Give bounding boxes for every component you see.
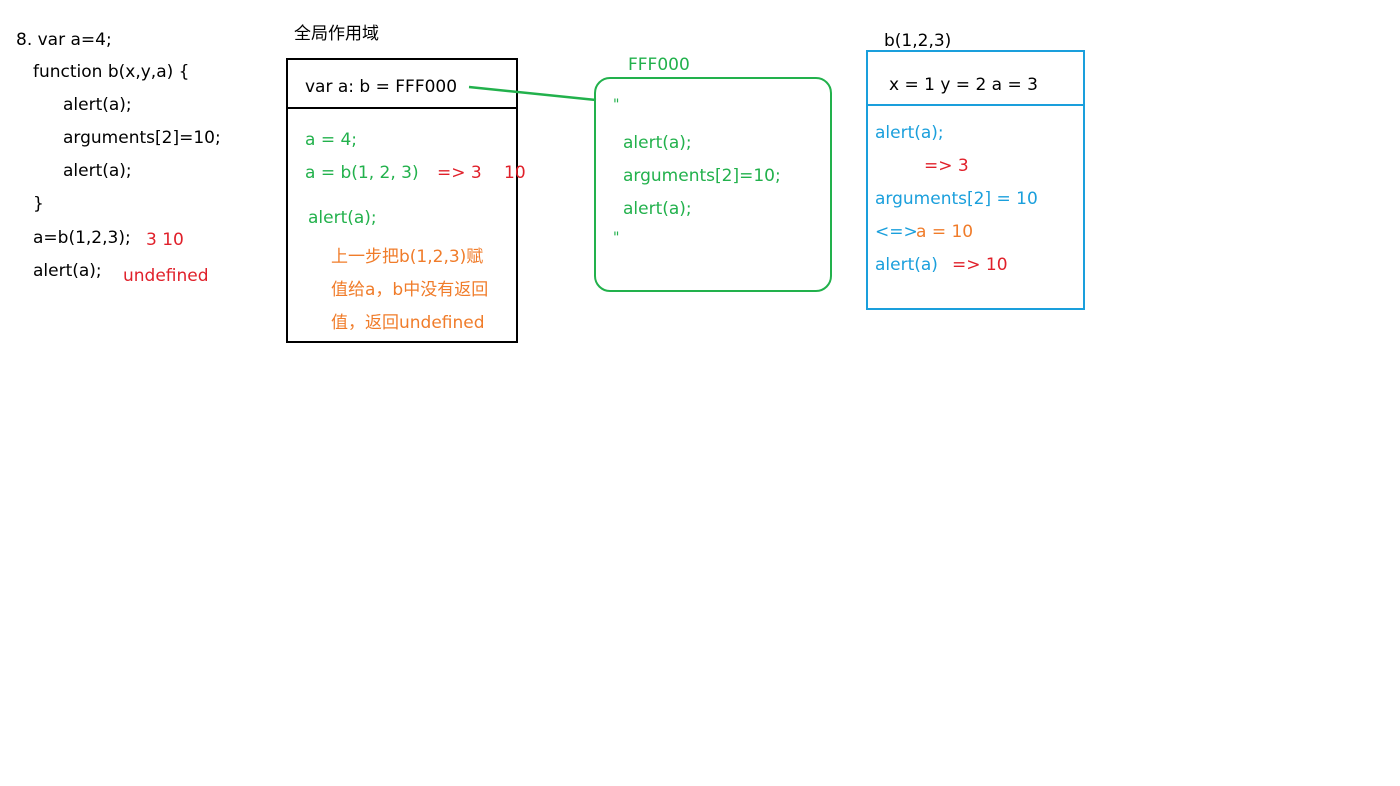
global-step-call-result-2: 10 xyxy=(504,163,526,183)
global-note-line-3: 值，返回undefined xyxy=(331,313,485,333)
code-line-4: arguments[2]=10; xyxy=(63,128,221,148)
output-annotation-first: 3 10 xyxy=(146,230,184,250)
global-step-call: a = b(1, 2, 3) xyxy=(305,163,419,183)
function-object-box xyxy=(594,77,832,292)
global-note-line-1: 上一步把b(1,2,3)赋 xyxy=(331,247,484,267)
call-step-alert-1-result: => 3 xyxy=(924,156,969,176)
code-line-6: } xyxy=(33,194,44,214)
call-scope-box xyxy=(866,50,1085,310)
function-body-line-1: alert(a); xyxy=(623,133,692,153)
code-line-8: alert(a); xyxy=(33,261,102,281)
call-step-equivalence-symbol: <=> xyxy=(875,222,918,242)
output-annotation-second: undefined xyxy=(123,266,209,286)
call-step-alert-2: alert(a) xyxy=(875,255,938,275)
function-address-label: FFF000 xyxy=(628,55,690,75)
function-quote-open: " xyxy=(613,97,620,113)
code-line-3: alert(a); xyxy=(63,95,132,115)
code-line-1: 8. var a=4; xyxy=(16,30,112,50)
global-note-line-2: 值给a，b中没有返回 xyxy=(331,280,489,300)
global-scope-box xyxy=(286,58,518,343)
function-quote-close: " xyxy=(613,230,620,246)
code-line-7: a=b(1,2,3); xyxy=(33,228,131,248)
global-step-alert: alert(a); xyxy=(308,208,377,228)
function-body-line-2: arguments[2]=10; xyxy=(623,166,781,186)
code-line-2: function b(x,y,a) { xyxy=(33,62,190,82)
call-step-alert-2-result: => 10 xyxy=(952,255,1008,275)
global-scope-vars: var a: b = FFF000 xyxy=(305,77,458,97)
global-step-call-result: => 3 xyxy=(437,163,482,183)
call-scope-params: x = 1 y = 2 a = 3 xyxy=(889,75,1038,95)
call-scope-divider xyxy=(866,104,1085,106)
global-step-assign: a = 4; xyxy=(305,130,358,150)
call-step-alert-1: alert(a); xyxy=(875,123,944,143)
function-body-line-3: alert(a); xyxy=(623,199,692,219)
call-step-equivalence: a = 10 xyxy=(916,222,974,242)
global-scope-divider xyxy=(286,107,518,109)
call-scope-title: b(1,2,3) xyxy=(884,31,952,51)
global-scope-title: 全局作用域 xyxy=(294,24,379,44)
call-step-arguments: arguments[2] = 10 xyxy=(875,189,1038,209)
code-line-5: alert(a); xyxy=(63,161,132,181)
